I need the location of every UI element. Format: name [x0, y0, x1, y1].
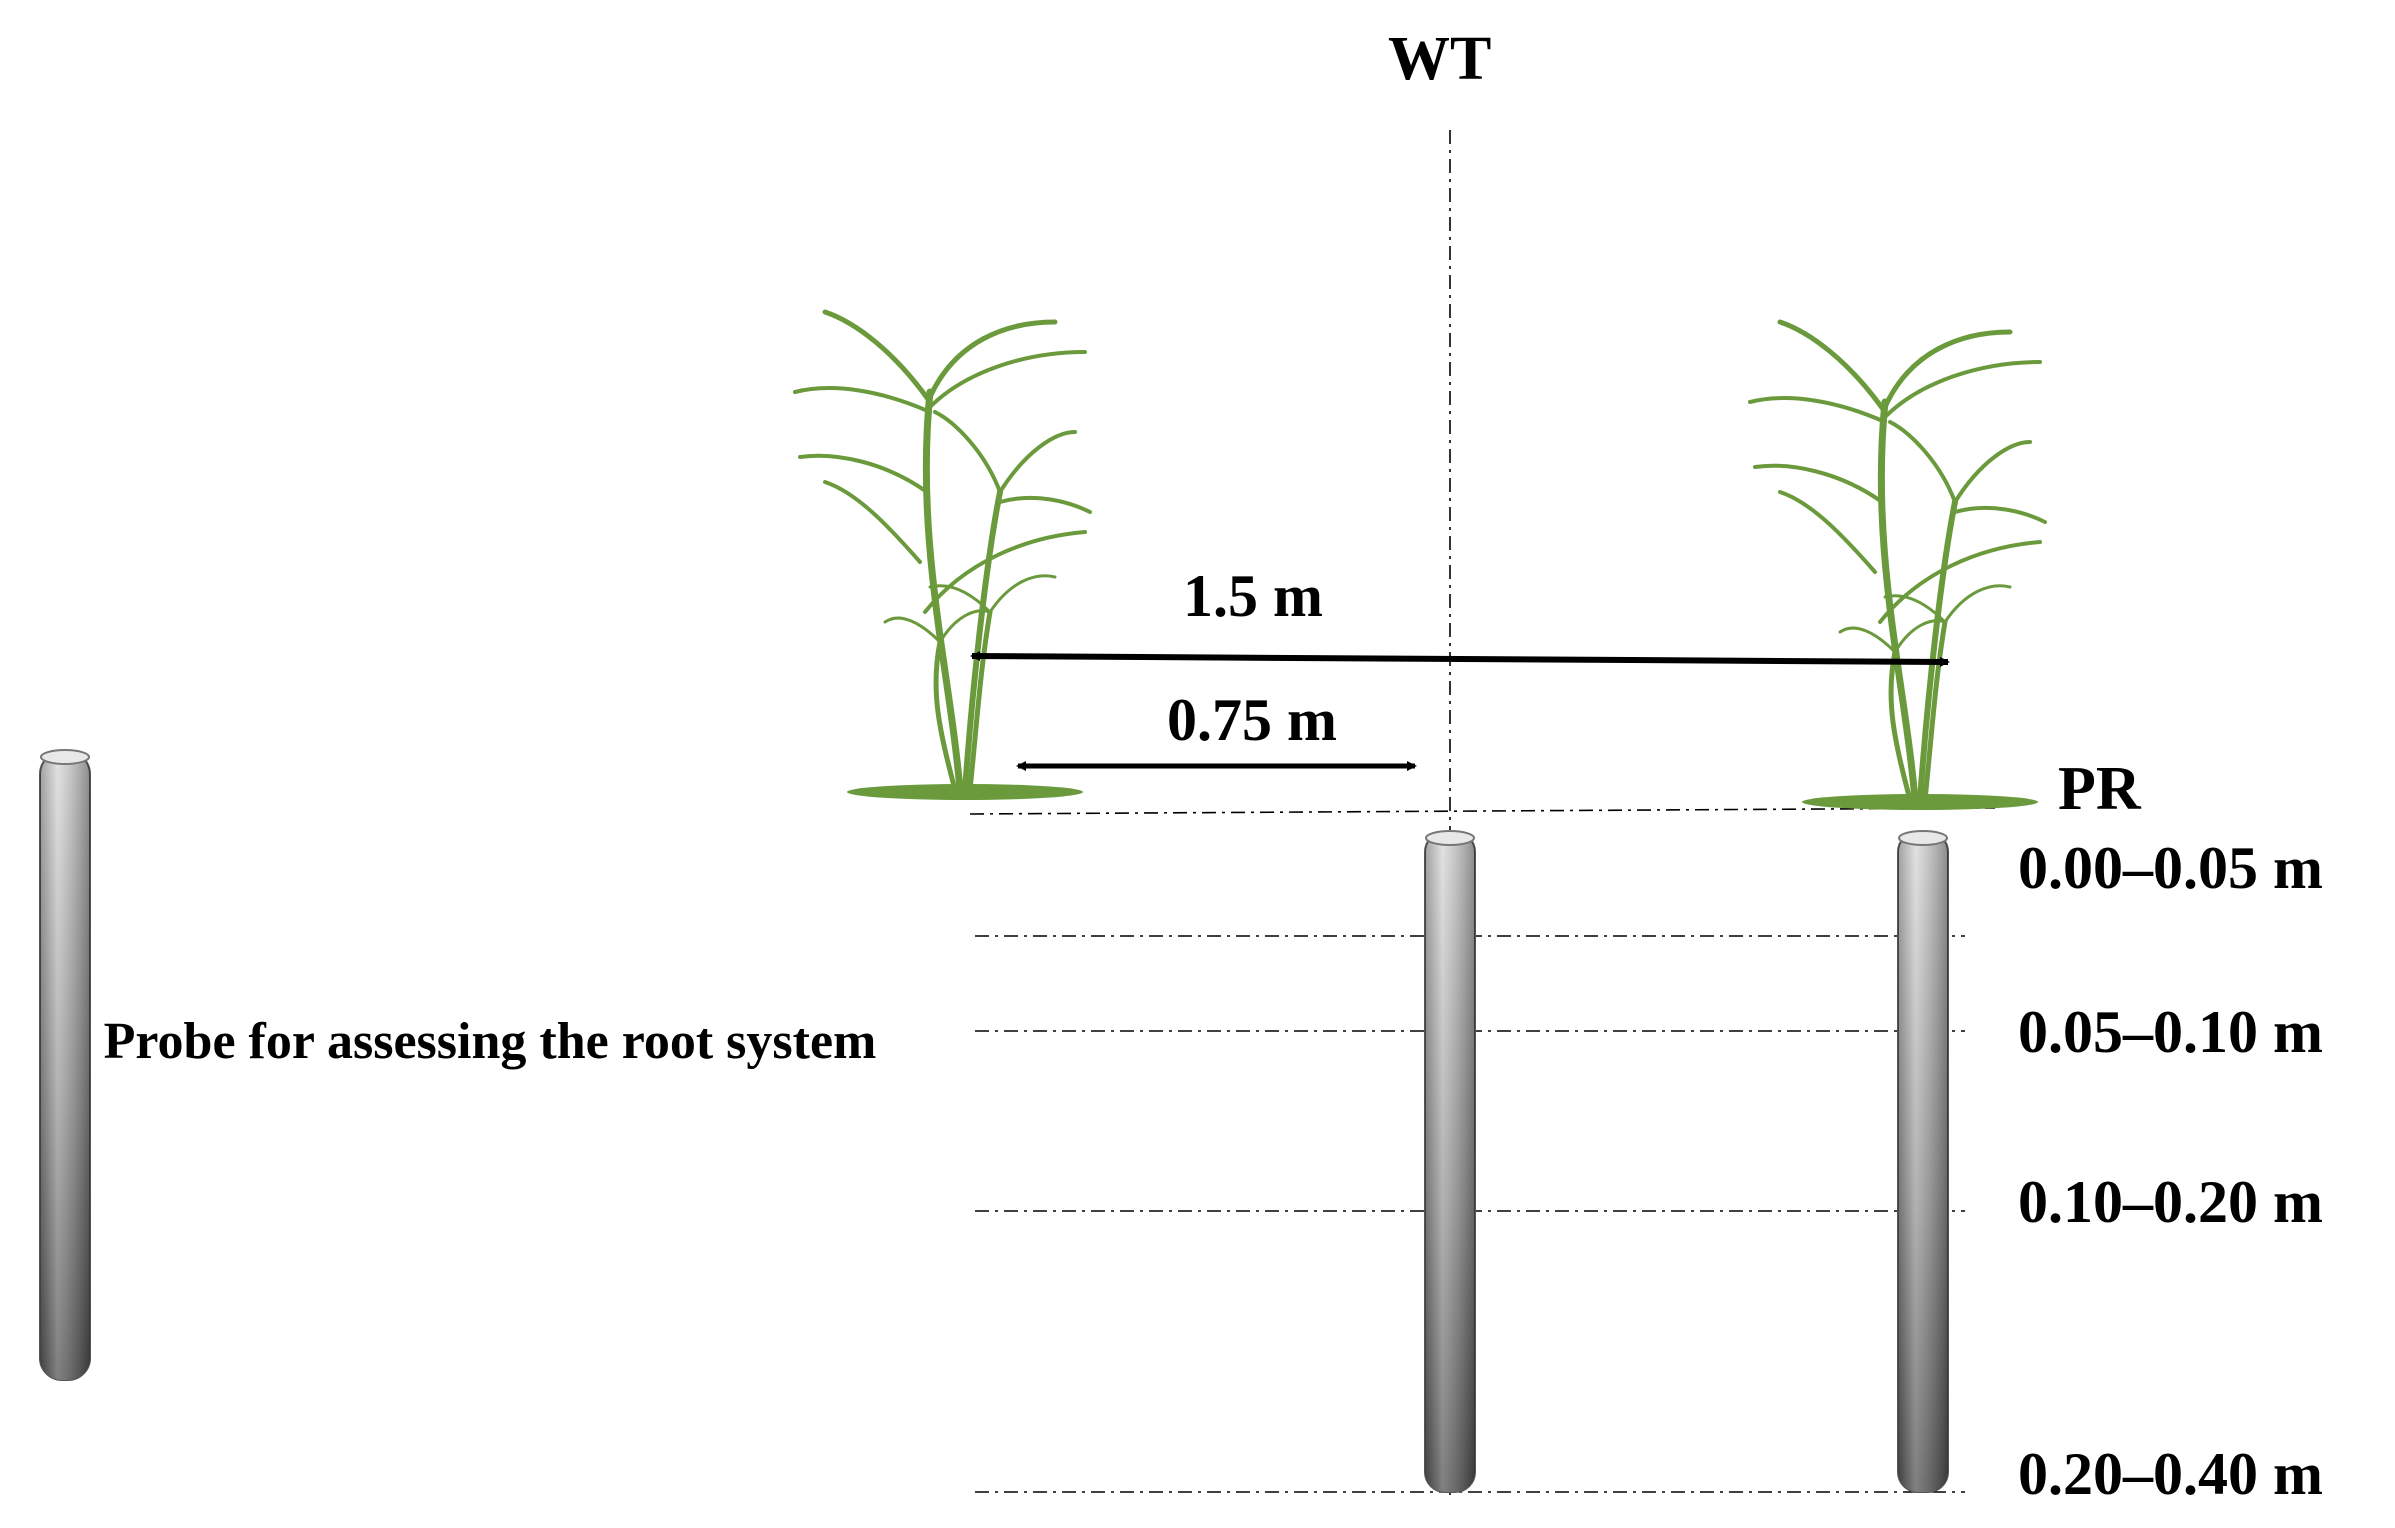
soil-surface-line — [969, 807, 1996, 815]
depth-label: 0.20–0.40 m — [2018, 1441, 2323, 1507]
depth-label: 0.10–0.20 m — [2018, 1169, 2323, 1235]
sugarcane-plant-right — [1750, 322, 2045, 810]
probe-caption: Probe for assessing the root system — [103, 1013, 877, 1070]
depth-label: 0.05–0.10 m — [2018, 999, 2323, 1065]
pr-label: PR — [2058, 755, 2141, 823]
row-spacing-label: 1.5 m — [1183, 563, 1323, 629]
wt-label: WT — [1388, 25, 1492, 93]
probe-wt — [1424, 830, 1476, 1493]
sugarcane-plant-left — [795, 312, 1090, 800]
row-spacing-arrow — [970, 651, 1950, 667]
half-spacing-label: 0.75 m — [1167, 687, 1337, 753]
probe-pr — [1897, 830, 1949, 1493]
depth-label: 0.00–0.05 m — [2018, 835, 2323, 901]
probe-legend-icon — [39, 749, 91, 1381]
